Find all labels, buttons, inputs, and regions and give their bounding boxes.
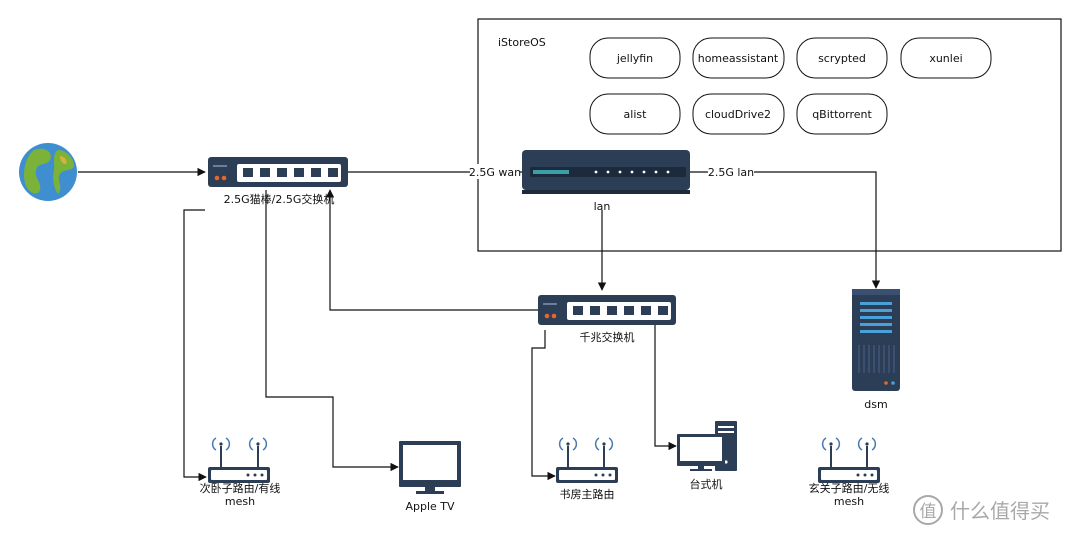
edge-router-to-dsm [690,171,881,289]
router-icon [522,150,690,194]
app-pill-clouddrive2: cloudDrive2 [692,93,785,135]
server-icon [852,289,900,391]
switch-icon [538,295,676,325]
app-label: alist [624,108,648,121]
app-label: cloudDrive2 [705,108,771,121]
app-label: homeassistant [698,52,779,65]
apple-tv-label: Apple TV [405,500,455,513]
istoreos-group [477,18,1062,252]
edge-gigabit-switch-to-desktop [654,325,677,451]
app-pill-xunlei: xunlei [900,37,992,79]
wifi-router-icon [818,437,880,483]
watermark-logo-icon [913,495,943,525]
globe-icon [19,143,77,201]
lan25-label: 2.5G lan [708,166,754,179]
app-pill-homeassistant: homeassistant [692,37,785,79]
app-pill-jellyfin: jellyfin [589,37,681,79]
edge-gigabit-switch-to-study-router [531,330,556,481]
bedroom-router-label: 次卧子路由/有线 [200,481,281,495]
desktop-label: 台式机 [690,477,723,491]
lan-label: lan [594,200,611,213]
app-label: jellyfin [616,52,653,65]
connections [78,167,881,482]
app-pill-qbittorrent: qBittorrent [796,93,888,135]
gigabit-switch-label: 千兆交换机 [580,330,635,344]
app-label: xunlei [929,52,962,65]
desktop-computer-icon [677,421,737,471]
switch-icon [208,157,348,187]
edge-gigabit-switch-to-modem-switch [325,189,540,311]
watermark-text: 什么值得买 [950,499,1050,523]
wifi-router-icon [556,437,618,483]
dsm-label: dsm [864,398,887,411]
study-router-label: 书房主路由 [560,487,615,501]
wifi-router-icon [208,437,270,483]
app-label: scrypted [818,52,866,65]
app-label: qBittorrent [812,108,872,121]
watermark: 值 什么值得买 [913,495,1050,525]
entry-router-label: 玄关子路由/无线 [809,481,890,495]
monitor-icon [399,441,461,494]
modem-switch-label: 2.5G猫棒/2.5G交换机 [224,192,335,206]
app-pill-scrypted: scrypted [796,37,888,79]
bedroom-router-label-2: mesh [225,495,255,508]
watermark-badge: 值 [920,502,937,522]
istoreos-title: iStoreOS [498,36,546,49]
wan-label-bg [470,164,520,179]
lan25-label-bg [708,164,754,179]
wan-label: 2.5G wan [469,166,521,179]
edge-modem-switch-to-bedroom-router [183,209,207,482]
app-pill-alist: alist [589,93,681,135]
edge-modem-switch-to-apple-tv [265,190,399,472]
entry-router-label-2: mesh [834,495,864,508]
